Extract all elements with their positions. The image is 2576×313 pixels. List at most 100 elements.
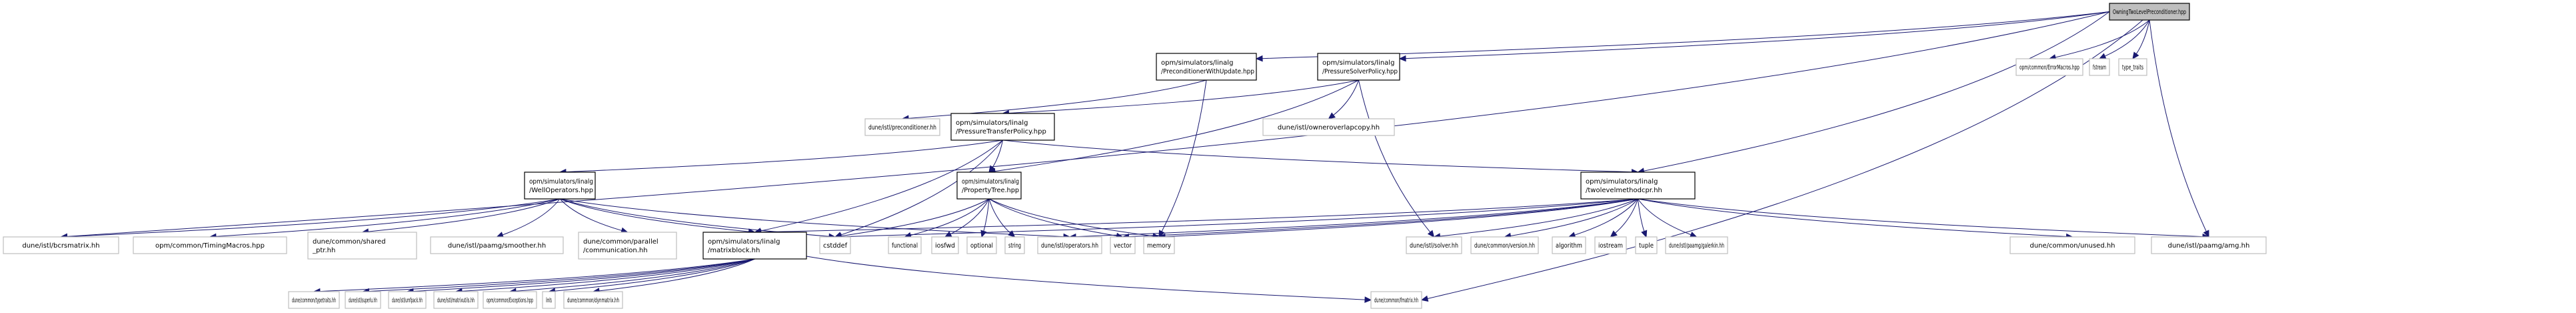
edge-matblock-to-dtypetraits [313, 258, 755, 295]
node-tlm[interactable]: opm/simulators/linalg/twolevelmethodcpr.… [1580, 172, 1696, 200]
node-label: opm/simulators/linalg [962, 178, 1019, 186]
node-comm: dune/common/parallel/communication.hh [578, 232, 677, 260]
edge-line [559, 198, 1064, 238]
node-box [483, 291, 537, 309]
edge-ptp-to-ptree [988, 139, 1003, 174]
node-functional: functional [888, 236, 922, 254]
arrowhead-icon [1427, 230, 1435, 238]
node-label: dune/istl/matrixutils.hh [437, 297, 475, 304]
node-box [2089, 58, 2110, 76]
node-label: opm/simulators/linalg [708, 238, 780, 246]
node-matblock[interactable]: opm/simulators/linalg/matrixblock.hh [702, 232, 807, 260]
node-box [956, 172, 1022, 200]
edges-layer [60, 11, 2210, 303]
edge-line [910, 198, 990, 236]
node-label: dune/istl/preconditioner.hh [868, 124, 936, 131]
node-label: opm/common/ErrorMacros.hpp [2019, 64, 2079, 71]
edge-line [994, 79, 1359, 172]
edge-tlm-to-tuple [1638, 198, 1648, 238]
node-vector: vector [1110, 236, 1136, 254]
edge-line [1638, 198, 2203, 238]
node-label: tuple [1639, 242, 1654, 250]
node-ooc: dune/istl/owneroverlapcopy.hh [1262, 118, 1395, 136]
node-ptp[interactable]: opm/simulators/linalg/PressureTransferPo… [950, 113, 1055, 141]
edge-ptree-to-memory [988, 198, 1160, 240]
node-box [2015, 58, 2083, 76]
edge-root-to-tlm [1637, 11, 2110, 174]
node-label: opm/simulators/linalg [1161, 59, 1233, 67]
node-box [345, 291, 381, 309]
edge-line [1427, 19, 2143, 299]
node-label: dune/common/typetraits.hh [292, 297, 336, 304]
arrowhead-icon [1255, 55, 1263, 62]
edge-wellops-to-matblock [559, 198, 756, 235]
node-box [578, 232, 677, 260]
edge-line [565, 139, 1003, 173]
edge-wellops-to-smoother [496, 198, 561, 238]
edge-line [555, 258, 755, 292]
node-wellops[interactable]: opm/simulators/linalg/WellOperators.hpp [524, 172, 596, 200]
edge-line [1510, 198, 1638, 236]
node-box [931, 236, 959, 254]
edge-line [559, 198, 623, 231]
arrowhead-icon [1008, 230, 1016, 238]
node-label: opm/simulators/linalg [956, 119, 1028, 127]
edge-ptree-to-optional [980, 198, 990, 238]
edge-line [1405, 11, 2110, 59]
arrowhead-icon [2132, 51, 2139, 59]
node-algorithm: algorithm [1552, 236, 1586, 254]
edge-wellops-to-sharedptr [361, 198, 561, 235]
edge-line [413, 258, 755, 292]
node-umfpack: dune/istl/umfpack.hh [388, 291, 427, 309]
node-box [430, 236, 564, 254]
node-box [2109, 3, 2190, 21]
node-label: optional [970, 242, 993, 250]
node-box [950, 113, 1055, 141]
node-label: dune/istl/solver.hh [1410, 242, 1458, 250]
node-dynmatrix: dune/common/dynmatrix.hh [563, 291, 623, 309]
node-errmac: opm/common/ErrorMacros.hpp [2015, 58, 2083, 76]
edge-root-to-bcrs [60, 11, 2110, 240]
edge-matblock-to-superlu [362, 258, 755, 295]
node-box [288, 291, 340, 309]
edge-tlm-to-algorithm [1568, 198, 1638, 238]
node-label: /twolevelmethodcpr.hh [1586, 187, 1662, 194]
node-tuple: tuple [1635, 236, 1658, 254]
node-memory: memory [1143, 236, 1175, 254]
node-pwu[interactable]: opm/simulators/linalg/PreconditionerWith… [1156, 53, 1257, 81]
arrowhead-icon [1641, 230, 1648, 238]
node-smoother: dune/istl/paamg/smoother.hh [430, 236, 564, 254]
node-box [388, 291, 427, 309]
node-label: string [1008, 242, 1021, 250]
edge-line [760, 139, 1003, 232]
edge-line [599, 258, 755, 292]
node-ptree[interactable]: opm/simulators/linalg/PropertyTree.hpp [956, 172, 1022, 200]
node-label: opm/simulators/linalg [529, 178, 593, 186]
node-label: iostream [1598, 242, 1623, 250]
node-box [1317, 53, 1400, 81]
node-box [1004, 236, 1025, 254]
node-box [1406, 236, 1462, 254]
node-label: dune/common/dynmatrix.hh [567, 297, 619, 304]
node-root[interactable]: OwningTwoLevelPreconditioner.hpp [2109, 3, 2190, 21]
arrowhead-icon [944, 231, 952, 238]
edge-line [2055, 19, 2150, 58]
node-label: functional [892, 242, 918, 250]
edge-root-to-psp [1398, 11, 2110, 62]
node-label: /WellOperators.hpp [529, 187, 593, 194]
edge-line [1615, 198, 1638, 234]
edge-line [319, 258, 755, 292]
node-matutils: dune/istl/matrixutils.hh [433, 291, 479, 309]
edge-line [67, 198, 561, 238]
edge-line [840, 139, 1003, 236]
node-label: /PressureSolverPolicy.hpp [1322, 68, 1398, 75]
node-label: /PropertyTree.hpp [962, 187, 1019, 194]
edge-line [840, 198, 1638, 238]
node-box [1665, 236, 1728, 254]
node-label: iosfwd [935, 242, 955, 250]
node-psp[interactable]: opm/simulators/linalg/PressureSolverPoli… [1317, 53, 1400, 81]
edge-line [461, 258, 755, 292]
edge-line [988, 198, 1154, 237]
node-precond: dune/istl/preconditioner.hh [864, 118, 940, 136]
node-label: dune/istl/superlu.hh [349, 297, 377, 304]
